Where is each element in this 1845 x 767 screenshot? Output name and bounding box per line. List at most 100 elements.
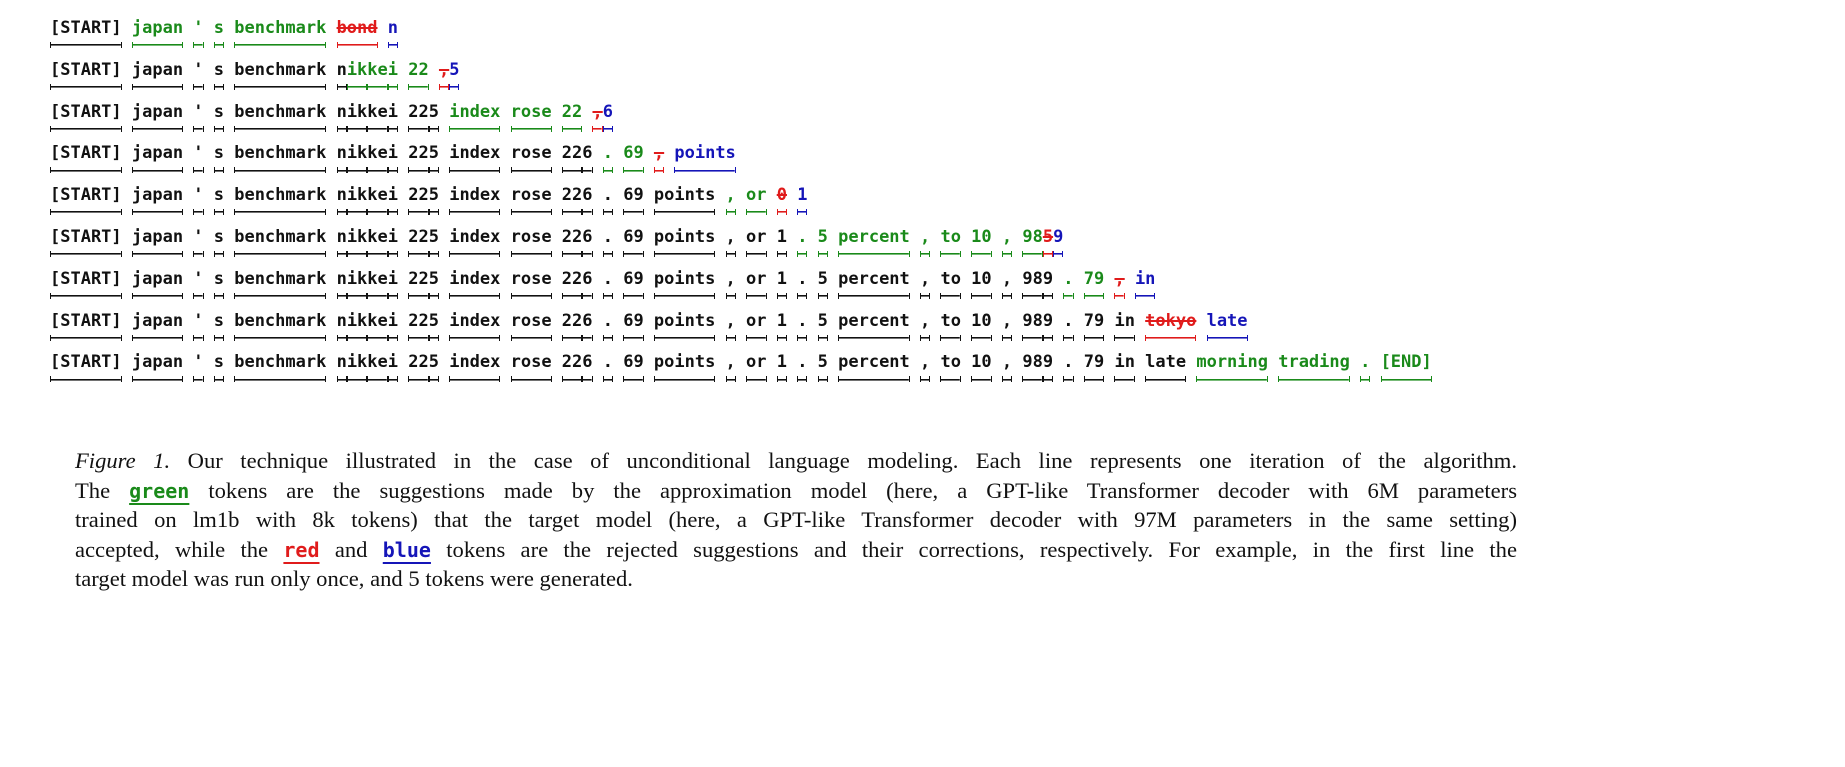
token-accepted-prefix: 6 <box>582 226 593 257</box>
caption-keyword: green <box>129 478 190 503</box>
caption-keyword: blue <box>382 537 431 562</box>
token-accepted-prefix: n <box>336 268 348 299</box>
token-rejected-suggestion: bond <box>336 18 378 48</box>
token-accepted-prefix: 6 <box>582 352 593 383</box>
token-accepted-prefix: 10 <box>971 268 993 299</box>
caption-text: target model was run only once, and 5 to… <box>75 566 633 592</box>
token-accepted-prefix: ik <box>346 226 368 257</box>
token-accepted-prefix: , <box>920 268 931 299</box>
token-accepted-prefix: , <box>725 226 737 257</box>
token-accepted-prefix: , <box>920 352 931 383</box>
token-accepted-prefix: s <box>213 352 225 383</box>
token-accepted-prefix: 5 <box>428 268 440 299</box>
token-accepted-prefix: 22 <box>561 310 583 341</box>
token-accepted-prefix: 5 <box>428 101 440 132</box>
token-accepted-prefix: 5 <box>428 143 440 174</box>
token-accepted-prefix: [START] <box>50 226 122 257</box>
token-accepted-prefix: [START] <box>50 352 122 383</box>
token-accepted-prefix: ke <box>367 185 389 216</box>
token-accepted-prefix: [START] <box>50 18 122 48</box>
token-accepted-prefix: . <box>1063 310 1074 341</box>
token-accepted-prefix: points <box>653 185 716 216</box>
token-rejected-suggestion: 0 <box>776 185 788 216</box>
token-correction: in <box>1134 268 1156 299</box>
token-accepted-prefix: ' <box>193 59 204 90</box>
token-accepted-prefix: s <box>213 185 225 216</box>
token-accepted-prefix: . <box>602 310 614 341</box>
token-accepted-suggestion: . <box>602 143 614 174</box>
token-accepted-prefix: . <box>602 268 614 299</box>
token-accepted-prefix: . <box>602 352 614 383</box>
token-correction: 5 <box>449 59 460 90</box>
token-rejected-suggestion: , <box>653 143 665 174</box>
token-accepted-prefix: [START] <box>50 143 122 174</box>
token-accepted-prefix: ' <box>193 268 204 299</box>
token-accepted-prefix: japan <box>131 59 184 90</box>
token-accepted-prefix: 69 <box>623 185 645 216</box>
token-accepted-prefix: ik <box>346 268 368 299</box>
token-accepted-suggestion: benchmark <box>234 18 327 48</box>
token-accepted-suggestion: , <box>920 226 931 257</box>
token-accepted-suggestion: i <box>387 59 399 90</box>
token-accepted-prefix: points <box>653 310 716 341</box>
token-accepted-prefix: japan <box>131 185 184 216</box>
token-accepted-suggestion: . <box>797 226 808 257</box>
token-accepted-prefix: benchmark <box>234 352 327 383</box>
token-accepted-prefix: ' <box>193 143 204 174</box>
token-accepted-prefix: benchmark <box>234 101 327 132</box>
token-accepted-prefix: . <box>602 185 614 216</box>
token-accepted-prefix: ke <box>367 101 389 132</box>
token-accepted-prefix: 22 <box>408 143 430 174</box>
token-accepted-prefix: 22 <box>561 226 583 257</box>
token-correction: 6 <box>602 101 614 132</box>
token-accepted-prefix: 6 <box>582 143 593 174</box>
caption-line: The green tokens are the suggestions mad… <box>75 476 1517 506</box>
token-accepted-prefix: 1 <box>776 310 788 341</box>
token-accepted-prefix: benchmark <box>234 59 327 90</box>
token-accepted-prefix: n <box>336 185 348 216</box>
token-accepted-prefix: japan <box>131 226 184 257</box>
token-accepted-prefix: benchmark <box>234 185 327 216</box>
token-accepted-prefix: 22 <box>408 226 430 257</box>
token-accepted-prefix: rose <box>510 185 552 216</box>
caption-text: tokens are the suggestions made by the a… <box>189 477 1517 503</box>
token-accepted-prefix: 10 <box>971 352 993 383</box>
token-accepted-prefix: . <box>797 310 808 341</box>
token-accepted-prefix: 6 <box>582 185 593 216</box>
token-accepted-prefix: i <box>387 268 399 299</box>
token-accepted-prefix: ik <box>346 101 368 132</box>
token-accepted-prefix: i <box>387 185 399 216</box>
token-accepted-prefix: , <box>725 352 737 383</box>
token-accepted-prefix: points <box>653 226 716 257</box>
token-accepted-prefix: or <box>746 268 767 299</box>
token-accepted-prefix: i <box>387 352 399 383</box>
token-accepted-prefix: in <box>1114 352 1136 383</box>
token-accepted-prefix: japan <box>131 268 184 299</box>
token-accepted-suggestion: . <box>1063 268 1074 299</box>
token-rejected-suggestion: , <box>1114 268 1125 299</box>
token-accepted-prefix: s <box>213 268 225 299</box>
token-accepted-prefix: i <box>387 143 399 174</box>
caption-line: accepted, while the red and blue tokens … <box>75 535 1517 565</box>
token-accepted-prefix: , <box>1001 310 1013 341</box>
token-accepted-prefix: benchmark <box>234 310 327 341</box>
token-accepted-prefix: ' <box>193 185 204 216</box>
token-accepted-prefix: 10 <box>971 310 993 341</box>
token-accepted-prefix: japan <box>131 352 184 383</box>
token-accepted-prefix: 22 <box>408 310 430 341</box>
token-accepted-prefix: 9 <box>1042 310 1054 341</box>
token-accepted-prefix: ik <box>346 352 368 383</box>
token-accepted-suggestion: 5 <box>817 226 829 257</box>
token-accepted-prefix: percent <box>838 310 910 341</box>
token-accepted-prefix: 79 <box>1083 352 1105 383</box>
token-accepted-prefix: n <box>336 101 348 132</box>
token-rejected-suggestion: , <box>592 101 603 132</box>
token-accepted-prefix: rose <box>510 268 552 299</box>
token-accepted-prefix: ke <box>367 143 389 174</box>
token-accepted-prefix: 69 <box>623 268 645 299</box>
token-accepted-prefix: n <box>336 59 348 90</box>
